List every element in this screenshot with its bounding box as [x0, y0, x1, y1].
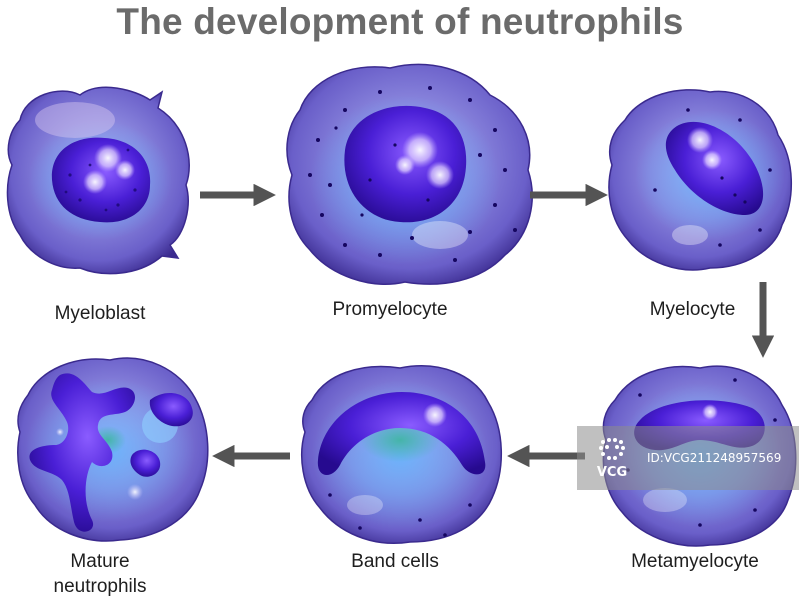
page-title: The development of neutrophils — [116, 1, 684, 42]
label-myelocyte: Myelocyte — [649, 299, 736, 320]
watermark-logo: VCG — [577, 426, 647, 490]
label-mature-line2: neutrophils — [53, 576, 147, 597]
label-promyelocyte: Promyelocyte — [332, 299, 448, 320]
myelocyte-cell — [608, 89, 792, 271]
label-myeloblast: Myeloblast — [54, 303, 146, 324]
watermark-logo-icon — [599, 437, 625, 460]
label-metamyelocyte: Metamyelocyte — [631, 551, 759, 572]
band-cell — [301, 365, 503, 544]
myeloblast-cell — [6, 86, 190, 275]
watermark-logo-text: VCG — [596, 464, 628, 480]
watermark-id: ID:VCG211248957569 — [647, 451, 782, 465]
promyelocyte-cell — [286, 63, 533, 285]
label-band-cells: Band cells — [351, 551, 439, 572]
watermark: VCG ID:VCG211248957569 — [577, 426, 799, 490]
label-mature-line1: Mature — [70, 551, 130, 572]
mature-neutrophil-cell — [17, 357, 209, 542]
